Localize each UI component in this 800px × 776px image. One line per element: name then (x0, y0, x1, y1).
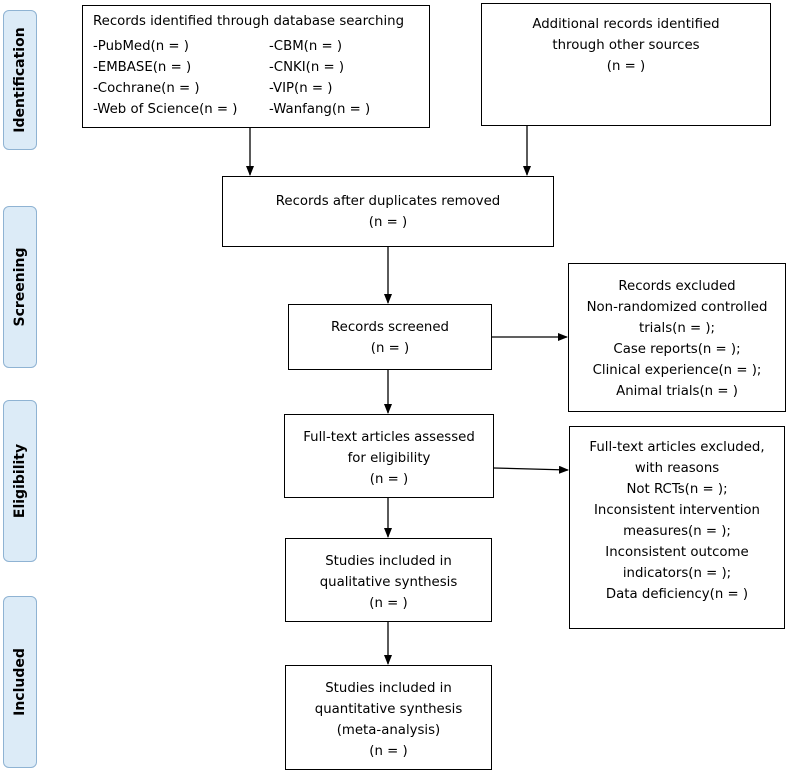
qualitative-synthesis-line-2: qualitative synthesis (319, 575, 458, 590)
records-excluded-box: Records excluded Non-randomized controll… (568, 263, 786, 412)
phase-included: Included (3, 596, 37, 768)
fulltext-assessed-count: (n = ) (369, 472, 409, 487)
other-sources-line-1: Additional records identified (532, 17, 720, 32)
fulltext-excluded-line-2: with reasons (634, 461, 720, 476)
other-sources-box: Additional records identified through ot… (481, 3, 771, 126)
qualitative-synthesis-line-1: Studies included in (325, 554, 452, 569)
database-item-cnki: -CNKI(n = ) (269, 60, 345, 75)
fulltext-excluded-line-3: Not RCTs(n = ); (626, 482, 728, 497)
quantitative-synthesis-line-1: Studies included in (325, 681, 452, 696)
records-excluded-line-2: Non-randomized controlled (586, 300, 768, 315)
records-excluded-title: Records excluded (618, 279, 736, 294)
database-search-box: Records identified through database sear… (82, 5, 430, 128)
qualitative-synthesis-count: (n = ) (369, 596, 408, 611)
phase-identification: Identification (3, 10, 37, 150)
database-item-cochrane: -Cochrane(n = ) (93, 81, 200, 96)
duplicates-removed-label: Records after duplicates removed (275, 194, 501, 209)
database-item-pubmed: -PubMed(n = ) (93, 39, 189, 54)
database-item-web-of-science: -Web of Science(n = ) (93, 102, 238, 117)
fulltext-assessed-box: Full-text articles assessed for eligibil… (284, 414, 494, 498)
quantitative-synthesis-line-3: (meta-analysis) (336, 723, 441, 738)
fulltext-excluded-title: Full-text articles excluded, (589, 440, 765, 455)
fulltext-excluded-box: Full-text articles excluded, with reason… (569, 426, 785, 629)
records-excluded-line-6: Animal trials(n = ) (616, 384, 738, 399)
phase-eligibility: Eligibility (3, 400, 37, 562)
fulltext-excluded-line-4: Inconsistent intervention (594, 503, 760, 518)
database-item-wanfang: -Wanfang(n = ) (269, 102, 371, 117)
records-excluded-line-5: Clinical experience(n = ); (592, 363, 762, 378)
other-sources-count: (n = ) (606, 59, 646, 74)
arrow-fulltext-to-excluded (493, 465, 569, 474)
records-screened-label: Records screened (331, 320, 449, 335)
records-screened-box: Records screened (n = ) (288, 304, 492, 370)
fulltext-excluded-line-5: measures(n = ); (623, 524, 731, 539)
fulltext-excluded-line-8: Data deficiency(n = ) (605, 587, 749, 602)
quantitative-synthesis-box: Studies included in quantitative synthes… (285, 665, 492, 770)
quantitative-synthesis-line-2: quantitative synthesis (314, 702, 463, 717)
records-screened-count: (n = ) (370, 341, 410, 356)
quantitative-synthesis-count: (n = ) (369, 744, 408, 759)
fulltext-excluded-line-6: Inconsistent outcome (605, 545, 749, 560)
other-sources-line-2: through other sources (552, 38, 700, 53)
phase-screening: Screening (3, 206, 37, 368)
duplicates-removed-count: (n = ) (368, 215, 408, 230)
fulltext-assessed-line-2: for eligibility (347, 451, 431, 466)
database-item-cbm: -CBM(n = ) (269, 39, 343, 54)
fulltext-assessed-line-1: Full-text articles assessed (303, 430, 475, 445)
fulltext-excluded-line-7: indicators(n = ); (622, 566, 732, 581)
duplicates-removed-box: Records after duplicates removed (n = ) (222, 176, 554, 247)
records-excluded-line-4: Case reports(n = ); (613, 342, 741, 357)
database-item-embase: -EMBASE(n = ) (93, 60, 192, 75)
qualitative-synthesis-box: Studies included in qualitative synthesi… (285, 538, 492, 622)
records-excluded-line-3: trials(n = ); (638, 321, 716, 336)
database-search-title: Records identified through database sear… (93, 14, 405, 29)
database-item-vip: -VIP(n = ) (269, 81, 333, 96)
